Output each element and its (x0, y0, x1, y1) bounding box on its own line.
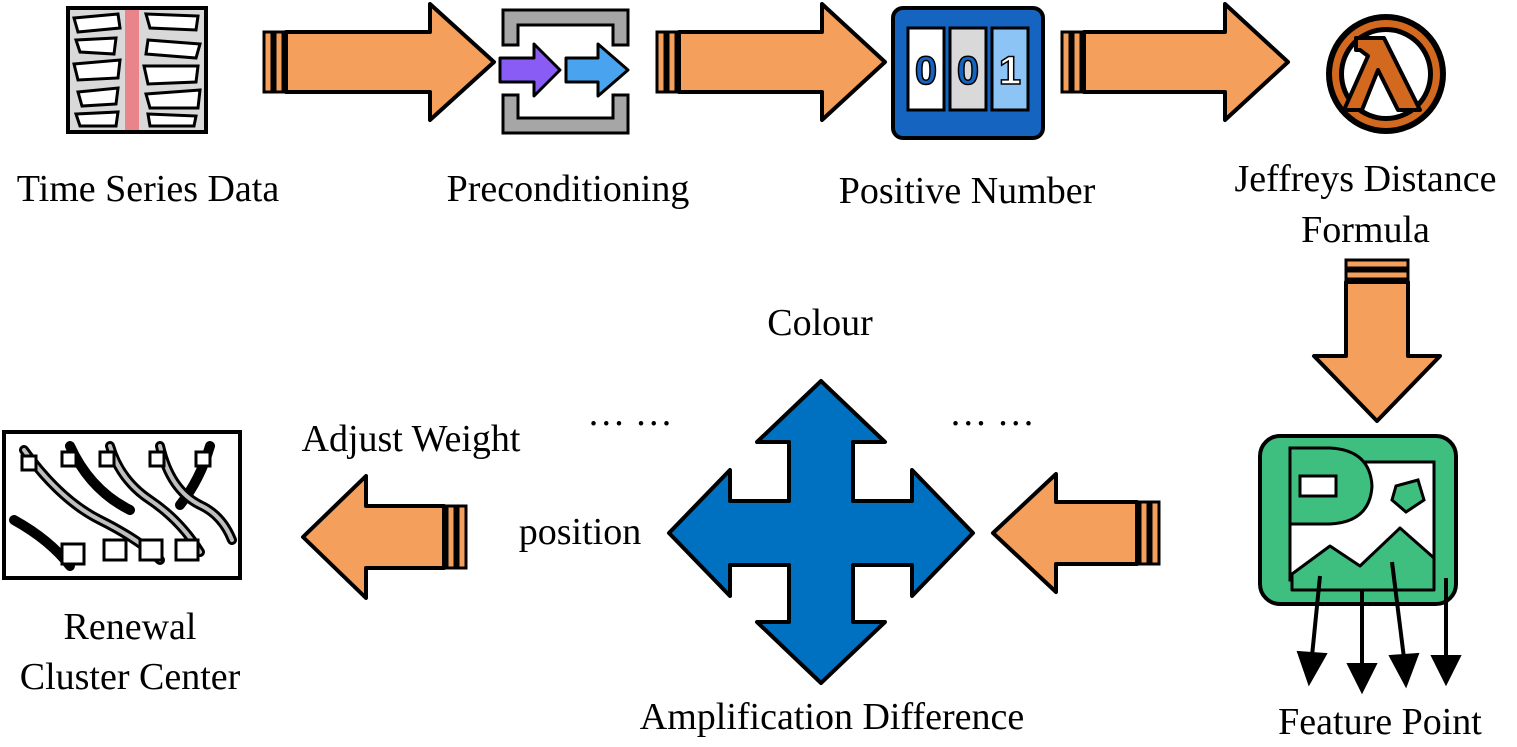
lambda-icon (1326, 14, 1446, 134)
flow-arrow-left-2 (301, 474, 468, 600)
counter-digit-1: 0 (915, 49, 937, 93)
label-position: position (518, 511, 642, 553)
label-amplification-difference: Amplification Difference (639, 696, 1025, 738)
flow-arrow-right-2 (655, 2, 887, 122)
label-ellipsis-left: … … (587, 392, 673, 434)
data-grid-icon (66, 6, 208, 134)
cluster-network-icon (2, 430, 242, 580)
counter-digit-3: 1 (999, 49, 1021, 93)
label-jeffreys-line1: Jeffreys Distance (1234, 158, 1497, 200)
label-time-series-data: Time Series Data (16, 168, 280, 210)
label-adjust-weight: Adjust Weight (301, 418, 521, 460)
feature-point-arrows (1296, 561, 1462, 695)
four-way-arrow-icon (667, 379, 975, 685)
number-counter-icon (891, 6, 1045, 140)
label-preconditioning: Preconditioning (446, 168, 690, 210)
label-renewal-line1: Renewal (63, 606, 197, 648)
label-ellipsis-right: … … (949, 392, 1035, 434)
counter-digit-2: 0 (957, 49, 979, 93)
transform-arrows-icon (498, 8, 630, 135)
label-renewal-line2: Cluster Center (19, 656, 241, 698)
flow-arrow-right-3 (1060, 2, 1290, 122)
flow-arrow-down (1312, 258, 1442, 423)
label-jeffreys-line2: Formula (1301, 209, 1430, 251)
flow-arrow-left-1 (991, 472, 1161, 594)
label-colour: Colour (767, 302, 873, 344)
label-positive-number: Positive Number (838, 170, 1096, 212)
image-features-icon (1258, 434, 1458, 606)
flow-arrow-right-1 (262, 2, 496, 122)
label-feature-point: Feature Point (1278, 701, 1482, 743)
